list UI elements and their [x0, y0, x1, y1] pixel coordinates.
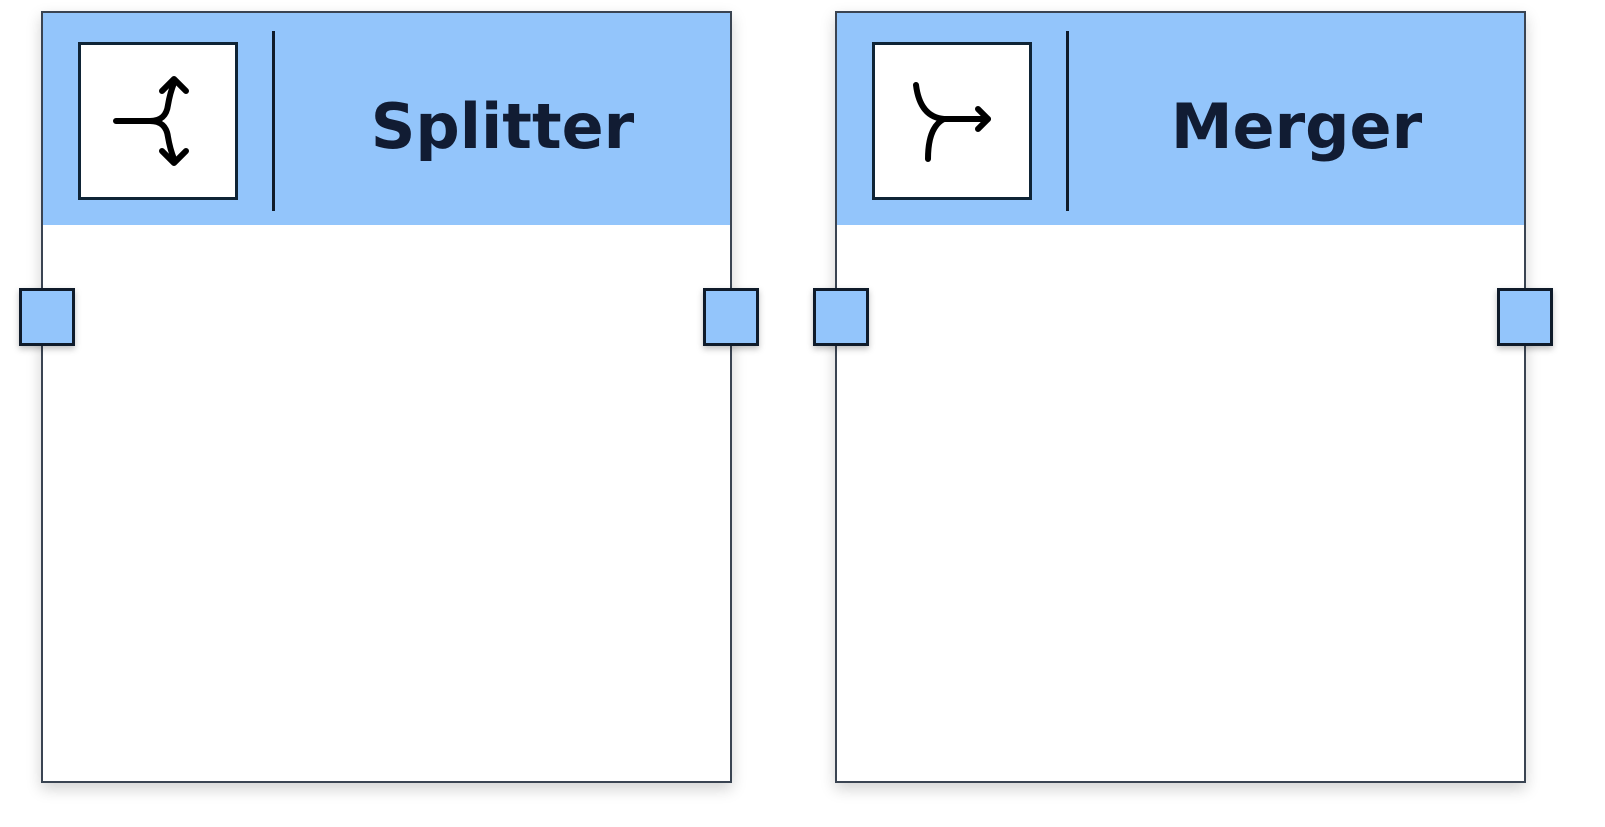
merger-header-divider [1066, 31, 1069, 211]
splitter-header-divider [272, 31, 275, 211]
splitter-node[interactable]: Splitter [19, 11, 759, 783]
split-arrows-icon [113, 76, 189, 166]
merger-node-header[interactable]: Merger [837, 13, 1524, 225]
splitter-output-port[interactable] [703, 288, 759, 346]
merge-arrow-icon [913, 82, 991, 162]
merger-node[interactable]: Merger [813, 11, 1553, 783]
merger-output-port[interactable] [1497, 288, 1553, 346]
merger-icon-box [872, 42, 1032, 200]
splitter-title: Splitter [370, 89, 635, 163]
splitter-icon-box [78, 42, 238, 200]
splitter-node-header[interactable]: Splitter [43, 13, 730, 225]
merger-input-port[interactable] [813, 288, 869, 346]
merger-title: Merger [1170, 89, 1423, 163]
splitter-input-port[interactable] [19, 288, 75, 346]
